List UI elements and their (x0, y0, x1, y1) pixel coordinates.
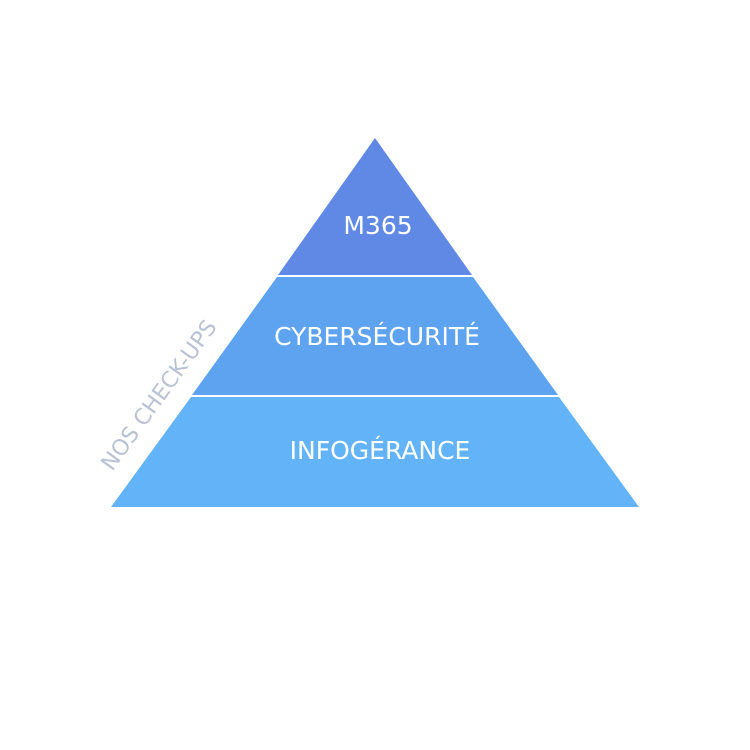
tier-label-m365: M365 (343, 211, 412, 240)
pyramid-tier-infogerance (111, 397, 639, 507)
tier-label-cybersecurite: CYBERSÉCURITÉ (274, 322, 480, 351)
tier-label-infogerance: INFOGÉRANCE (290, 436, 471, 465)
pyramid-tier-m365 (278, 138, 472, 275)
pyramid-tier-cybersecurite (192, 277, 558, 395)
